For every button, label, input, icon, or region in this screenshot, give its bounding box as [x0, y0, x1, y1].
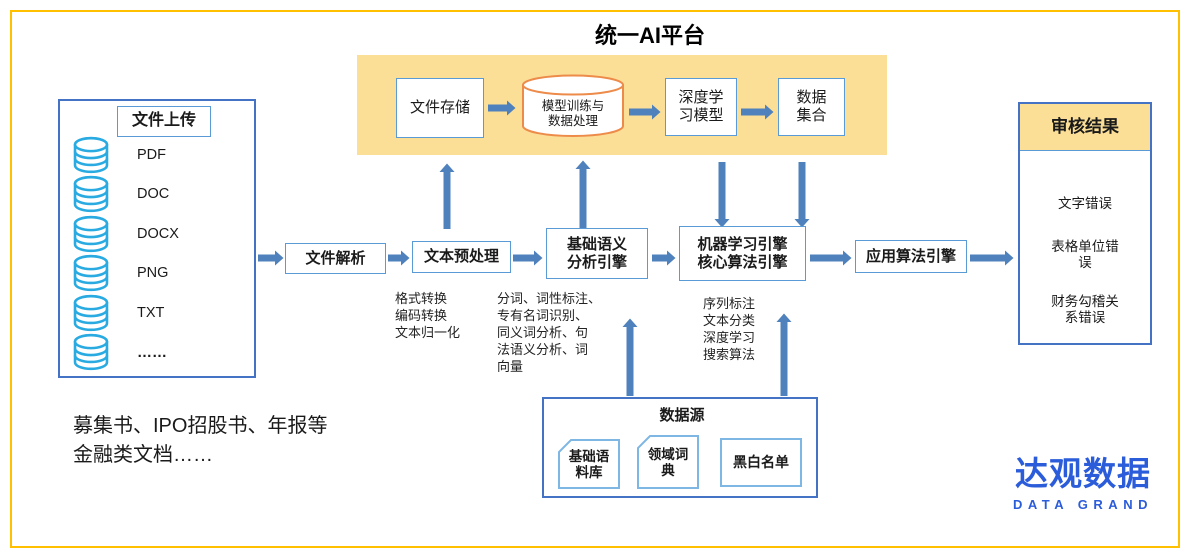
datagrand-logo: 达观数据 DATA GRAND: [1005, 455, 1161, 512]
semantic-engine-box: 基础语义 分析引擎: [546, 228, 648, 279]
file-storage-box: 文件存储: [396, 78, 484, 138]
arrow-dlmodel-down-icon: [714, 162, 730, 228]
file-type-row: ……: [71, 333, 179, 373]
arrow-upload-to-parse-icon: [258, 250, 284, 266]
ml-note: 序列标注 文本分类 深度学习 搜索算法: [703, 296, 756, 362]
data-set-box: 数据 集合: [778, 78, 845, 136]
database-icon: [73, 334, 109, 371]
audit-result-item: 文字错误: [1058, 196, 1112, 212]
file-type-row: DOCX: [71, 214, 179, 254]
file-type-list: PDF DOC DOCX: [71, 135, 179, 372]
arrow-parse-to-preprocess-icon: [388, 250, 410, 266]
audit-result-item: 表格单位错 误: [1051, 239, 1119, 270]
preprocess-note: 格式转换 编码转换 文本归一化: [395, 291, 461, 340]
cylinder-icon: [522, 74, 624, 137]
deep-learning-model-box: 深度学 习模型: [665, 78, 737, 136]
model-training-label: 模型训练与 数据处理: [541, 99, 605, 128]
domain-dict-card-label: 领域词 典: [647, 447, 689, 478]
file-type-row: TXT: [71, 293, 179, 333]
database-icon: [73, 215, 109, 252]
file-type-label: DOCX: [137, 225, 179, 242]
file-type-label: DOC: [137, 186, 170, 203]
arrow-app-to-result-icon: [970, 250, 1014, 266]
database-icon: [73, 136, 109, 173]
domain-dict-card: 领域词 典: [637, 435, 699, 489]
blacklist-card: 黑白名单: [720, 438, 802, 487]
audit-result-box: 审核结果 文字错误 表格单位错 误 财务勾稽关 系错误: [1018, 102, 1152, 345]
database-icon: [73, 255, 109, 292]
arrow-training-to-dlmodel-icon: [629, 104, 661, 120]
folded-card-icon: [637, 435, 699, 489]
database-icon: [73, 294, 109, 331]
audit-result-item: 财务勾稽关 系错误: [1051, 294, 1119, 325]
corpus-card: 基础语 料库: [558, 439, 620, 489]
arrow-semantic-up-icon: [575, 160, 591, 228]
arrow-preprocess-up-icon: [439, 163, 455, 229]
ml-engine-box: 机器学习引擎 核心算法引擎: [679, 226, 806, 281]
data-source-title: 数据源: [659, 407, 705, 425]
folded-card-icon: [558, 439, 620, 489]
arrow-dlmodel-to-dataset-icon: [741, 104, 774, 120]
semantic-note: 分词、词性标注、 专有名词识别、 同义词分析、句 法语义分析、词 向量: [497, 291, 602, 374]
arrow-storage-to-training-icon: [488, 100, 516, 116]
file-type-label: TXT: [137, 304, 165, 321]
arrow-preprocess-to-semantic-icon: [513, 250, 543, 266]
text-preprocess-box: 文本预处理: [412, 241, 511, 273]
arrow-datasource-to-semantic-icon: [622, 318, 638, 396]
database-icon: [73, 176, 109, 213]
file-type-label: ……: [137, 343, 167, 361]
file-type-row: PDF: [71, 135, 179, 175]
document-types-note: 募集书、IPO招股书、年报等 金融类文档……: [73, 415, 328, 466]
arrow-dataset-down-icon: [794, 162, 810, 228]
audit-result-title: 审核结果: [1020, 104, 1150, 151]
logo-zh: 达观数据: [1015, 455, 1151, 492]
arrow-semantic-to-ml-icon: [652, 250, 676, 266]
arrow-ml-to-app-icon: [810, 250, 852, 266]
file-type-row: PNG: [71, 254, 179, 294]
corpus-card-label: 基础语 料库: [568, 449, 610, 480]
file-parse-box: 文件解析: [285, 243, 386, 274]
logo-en: DATA GRAND: [1013, 497, 1153, 512]
file-type-label: PDF: [137, 146, 166, 163]
file-upload-title: 文件上传: [117, 106, 211, 137]
data-source-box: 数据源 基础语 料库 领域词 典 黑白名单: [542, 397, 818, 498]
page-title: 统一AI平台: [594, 23, 705, 49]
file-type-label: PNG: [137, 265, 169, 282]
arrow-datasource-to-ml-icon: [776, 313, 792, 396]
file-type-row: DOC: [71, 175, 179, 215]
app-algorithm-engine-box: 应用算法引擎: [855, 240, 967, 273]
model-training-cylinder: 模型训练与 数据处理: [520, 73, 626, 140]
